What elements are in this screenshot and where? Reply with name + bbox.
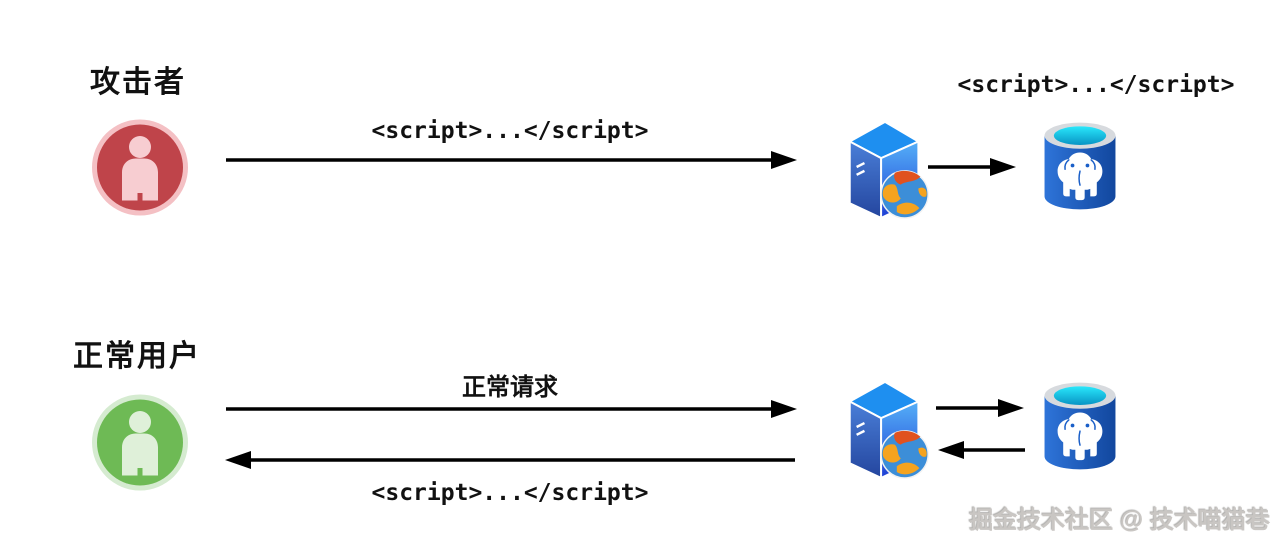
arrow-database-to-server bbox=[938, 441, 1025, 459]
postgresql-database-icon bbox=[1044, 122, 1116, 210]
web-server-icon bbox=[848, 120, 929, 219]
postgresql-elephant-logo bbox=[1057, 412, 1103, 461]
stored-payload-label: <script>...</script> bbox=[957, 72, 1235, 98]
attacker-person-icon bbox=[92, 119, 188, 216]
arrow-server-to-database bbox=[936, 399, 1024, 417]
globe-icon bbox=[880, 170, 929, 219]
arrow-server-to-database bbox=[928, 158, 1016, 176]
postgresql-elephant-logo bbox=[1057, 152, 1103, 201]
watermark: 掘金技术社区 @ 技术喵猫巷 bbox=[969, 507, 1270, 534]
normal-user-label: 正常用户 bbox=[73, 340, 201, 373]
arrow-attacker-to-server bbox=[226, 151, 797, 169]
arrow-user-to-server bbox=[226, 400, 797, 418]
normal-user-person-icon bbox=[92, 394, 188, 491]
normal-request-label: 正常请求 bbox=[462, 374, 558, 401]
globe-icon bbox=[880, 430, 929, 479]
attack-payload-label: <script>...</script> bbox=[371, 118, 649, 144]
postgresql-database-icon bbox=[1044, 382, 1116, 470]
arrow-server-to-user bbox=[225, 451, 795, 469]
attacker-label: 攻击者 bbox=[90, 66, 186, 99]
web-server-icon bbox=[848, 380, 929, 479]
malicious-response-label: <script>...</script> bbox=[371, 480, 649, 506]
